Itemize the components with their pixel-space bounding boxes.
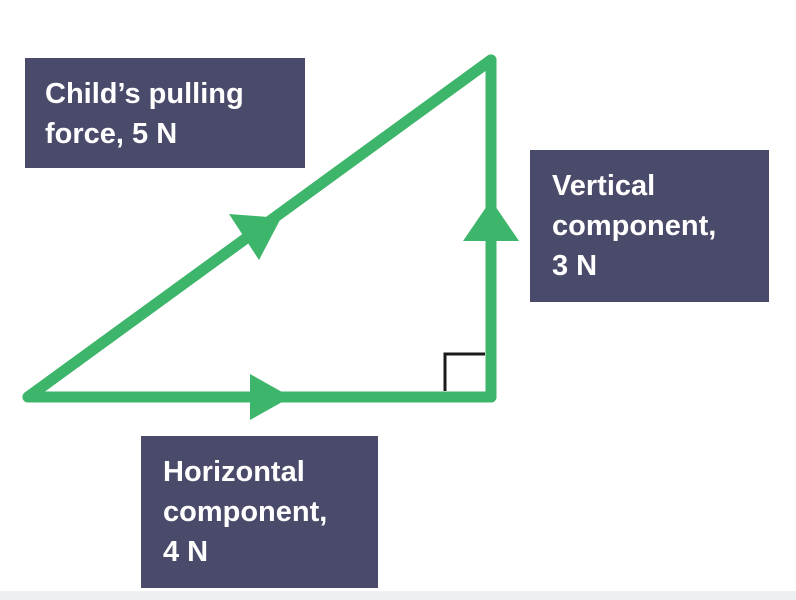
pulling-force-arrowhead <box>229 214 281 260</box>
vertical-component-label-line-2: component, <box>552 210 717 242</box>
vertical-component-label-line-1: Vertical <box>552 170 656 202</box>
horizontal-component-label-line-1: Horizontal <box>163 456 305 488</box>
right-angle-marker <box>443 352 485 391</box>
bottom-strip <box>0 591 796 600</box>
vertical-component-label-line-3: 3 N <box>552 250 598 282</box>
horizontal-arrowhead <box>250 374 291 420</box>
pulling-force-label-line-1: Child’s pulling <box>45 78 244 110</box>
horizontal-component-label-line-3: 4 N <box>163 536 209 568</box>
pulling-force-label-line-2: force, 5 N <box>45 118 178 150</box>
horizontal-component-label-line-2: component, <box>163 496 328 528</box>
pulling-force-label: Child’s pulling force, 5 N <box>25 58 305 168</box>
horizontal-component-label: Horizontal component, 4 N <box>141 436 378 588</box>
vertical-arrowhead <box>463 200 519 241</box>
vertical-component-label: Vertical component, 3 N <box>530 150 769 302</box>
